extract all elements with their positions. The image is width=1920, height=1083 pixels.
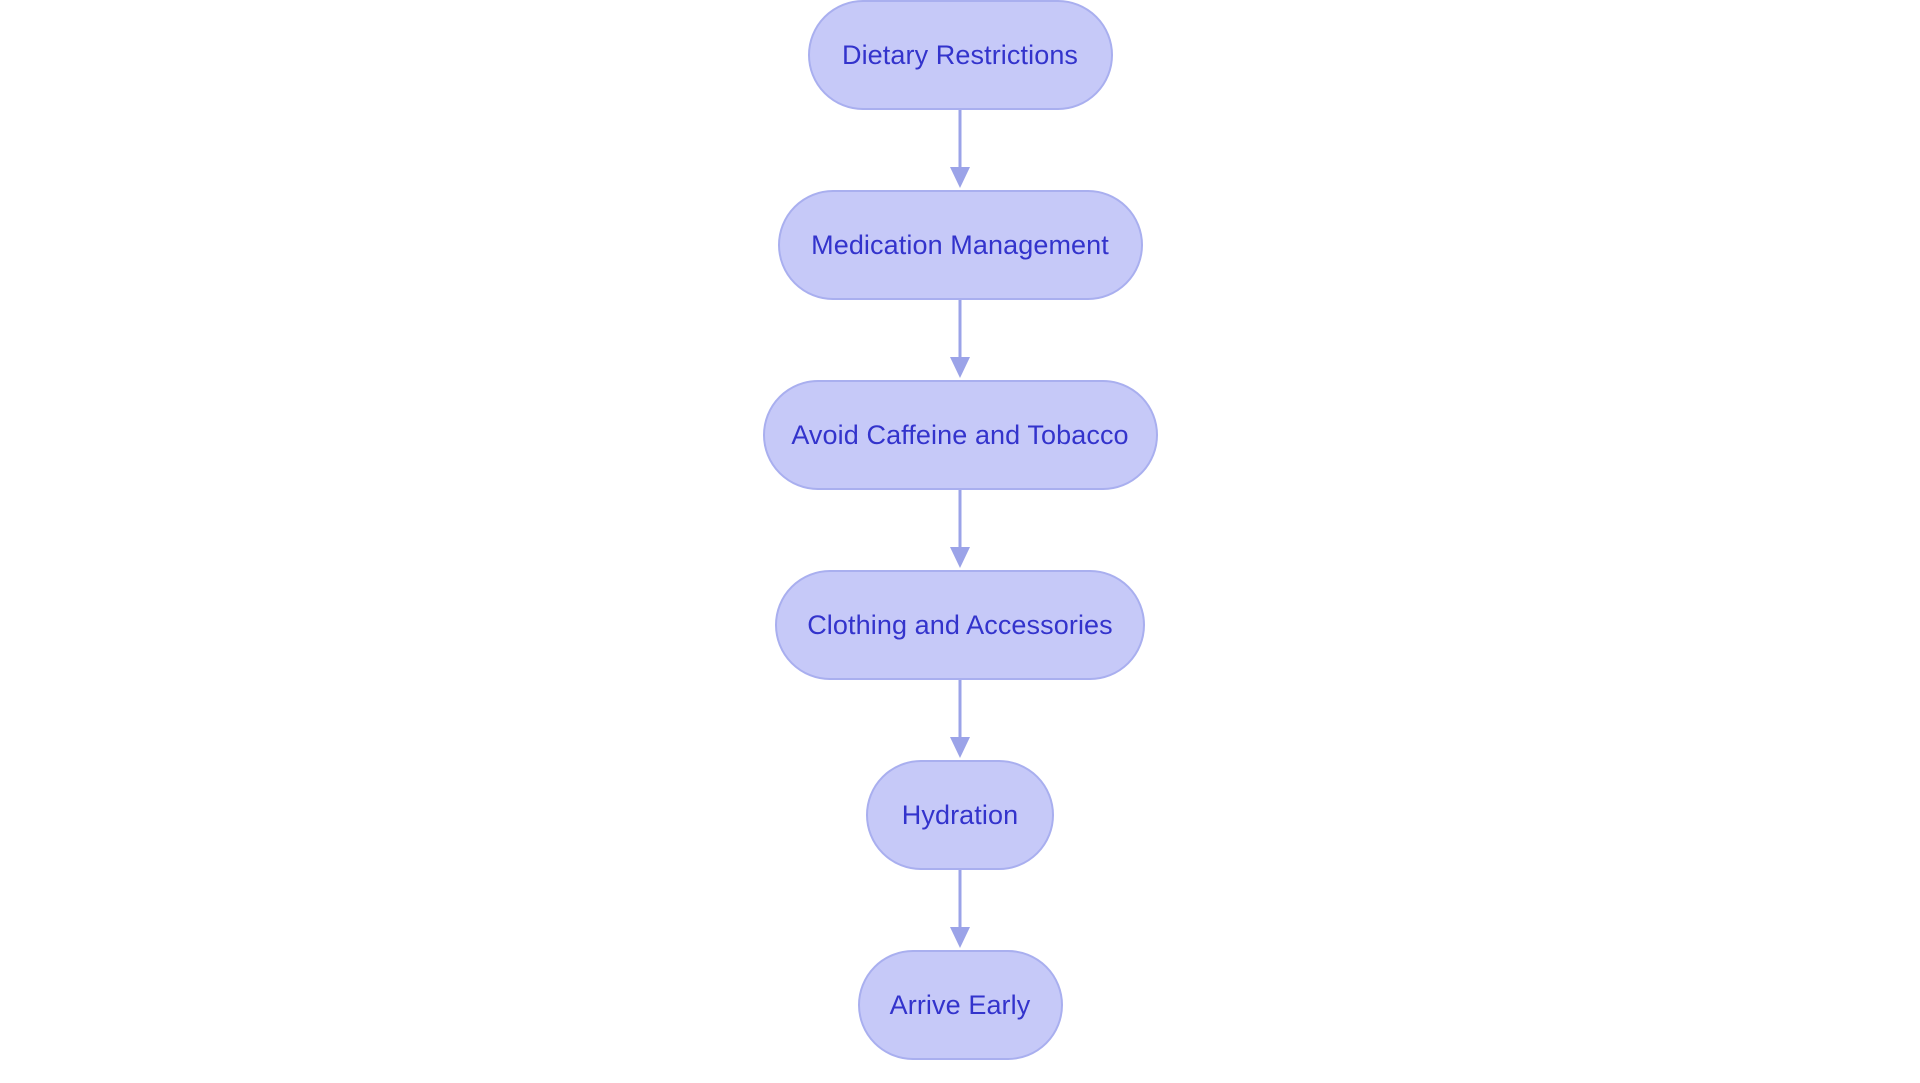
flow-node-label: Dietary Restrictions [841, 39, 1079, 70]
flow-arrow-dietary-restrictions-to-medication-management [950, 110, 970, 188]
flow-node-label: Avoid Caffeine and Tobacco [791, 419, 1129, 450]
flow-node-label: Arrive Early [889, 989, 1031, 1020]
flow-arrow-clothing-and-accessories-to-hydration [950, 680, 970, 758]
flow-node-hydration[interactable]: Hydration [866, 760, 1054, 870]
flow-arrow-medication-management-to-avoid-caffeine-and-tobacco [950, 300, 970, 378]
flow-node-label: Medication Management [811, 229, 1109, 260]
flow-node-label: Clothing and Accessories [807, 609, 1113, 640]
flow-node-label: Hydration [901, 799, 1019, 830]
flow-node-arrive-early[interactable]: Arrive Early [857, 950, 1063, 1060]
flow-node-clothing-and-accessories[interactable]: Clothing and Accessories [775, 570, 1145, 680]
flow-arrow-avoid-caffeine-and-tobacco-to-clothing-and-accessories [950, 490, 970, 568]
flow-node-avoid-caffeine-and-tobacco[interactable]: Avoid Caffeine and Tobacco [762, 380, 1158, 490]
flow-node-dietary-restrictions[interactable]: Dietary Restrictions [807, 0, 1113, 110]
flow-arrow-hydration-to-arrive-early [950, 870, 970, 948]
flow-node-medication-management[interactable]: Medication Management [777, 190, 1143, 300]
